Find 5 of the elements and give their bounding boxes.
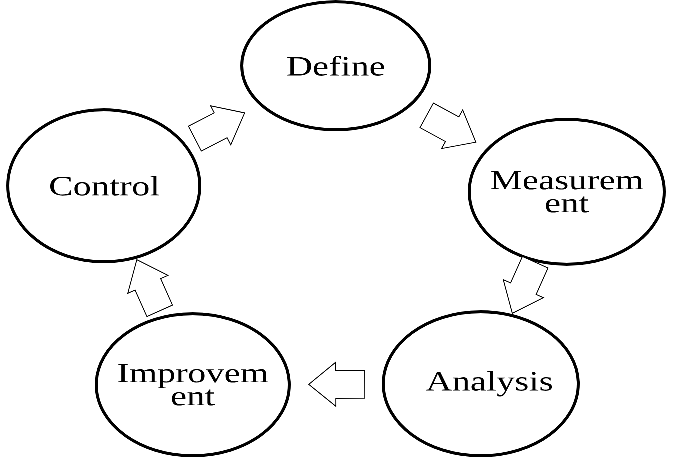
block-arrow [420,102,477,150]
block-arrow [127,259,174,318]
block-arrow [308,362,366,408]
block-arrow [188,105,246,152]
block-arrow [502,256,549,314]
